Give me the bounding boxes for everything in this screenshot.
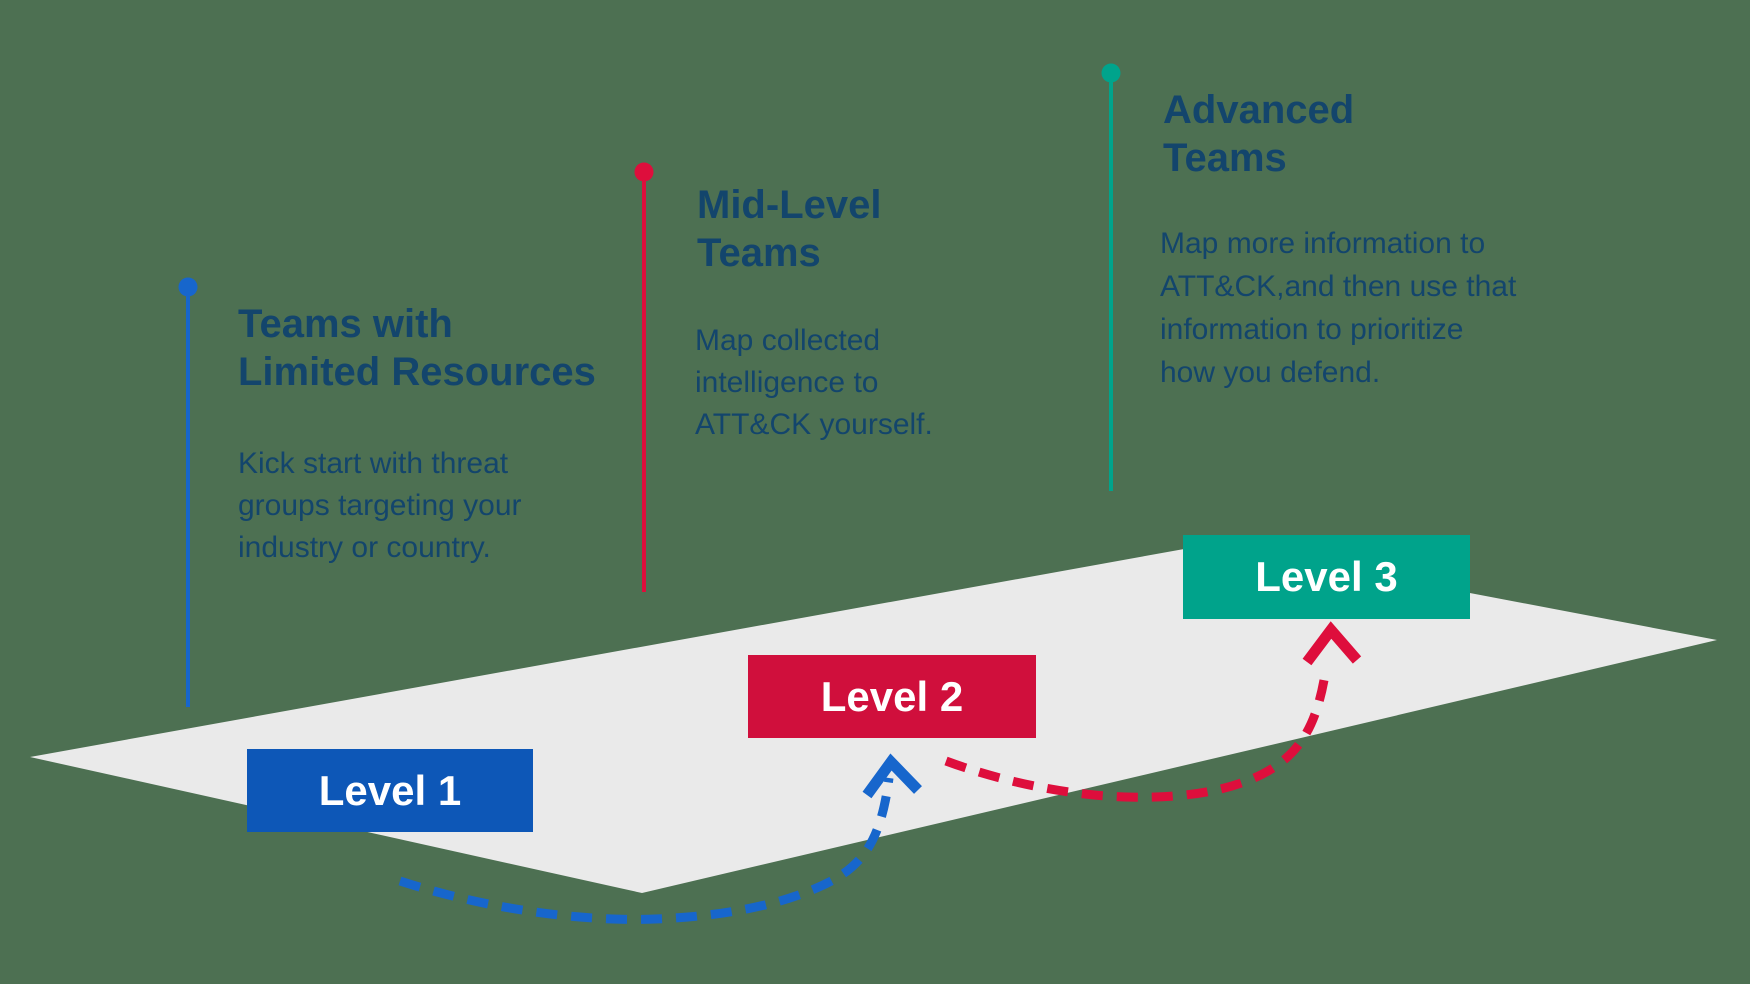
level-1-body-line-3: industry or country. [238, 531, 491, 564]
level-2-body-line-1: Map collected [695, 324, 881, 357]
level-2-box-label: Level 2 [820, 672, 964, 720]
level-3-body-line-2: ATT&CK,and then use that [1160, 270, 1517, 303]
level-1-heading: Teams with Limited Resources [238, 300, 596, 396]
level-2-heading-line-1: Mid-Level [697, 183, 882, 227]
arrowhead-level3-icon [1302, 621, 1362, 666]
level-1-box-label: Level 1 [318, 766, 462, 814]
stem-dot-level-2 [634, 162, 654, 182]
level-2-description: Map collected intelligence to ATT&CK you… [695, 320, 933, 446]
stem-dot-level-3 [1101, 63, 1121, 83]
level-3-heading-line-1: Advanced [1163, 88, 1355, 132]
level-1-description: Kick start with threat groups targeting … [238, 443, 522, 569]
level-1-body-line-2: groups targeting your [238, 489, 522, 522]
level-3-description: Map more information to ATT&CK,and then … [1160, 222, 1516, 394]
arrow-curve-level1-to-level2 [398, 777, 894, 924]
level-3-body-line-1: Map more information to [1160, 227, 1486, 260]
level-3-body-line-4: how you defend. [1160, 356, 1381, 389]
level-2-heading-line-2: Teams [697, 231, 821, 275]
level-1-heading-line-1: Teams with [238, 302, 453, 346]
level-3-heading: Advanced Teams [1163, 86, 1354, 182]
level-2-box [748, 655, 1036, 738]
level-3-box-label: Level 3 [1255, 553, 1398, 600]
level-2-body-line-3: ATT&CK yourself. [695, 408, 933, 441]
level-2-heading: Mid-Level Teams [697, 181, 881, 277]
level-3-body-line-3: information to prioritize [1160, 313, 1464, 346]
level-2-body-line-2: intelligence to [695, 366, 879, 399]
arrowhead-level2-icon [862, 753, 922, 799]
level-3-box [1183, 535, 1470, 619]
level-1-box [247, 749, 533, 832]
level-1-heading-line-2: Limited Resources [238, 350, 596, 394]
level-3-heading-line-2: Teams [1163, 136, 1287, 180]
arrow-curve-level2-to-level3 [944, 667, 1331, 802]
level-1-body-line-1: Kick start with threat [238, 447, 509, 480]
stem-dot-level-1 [178, 277, 198, 297]
